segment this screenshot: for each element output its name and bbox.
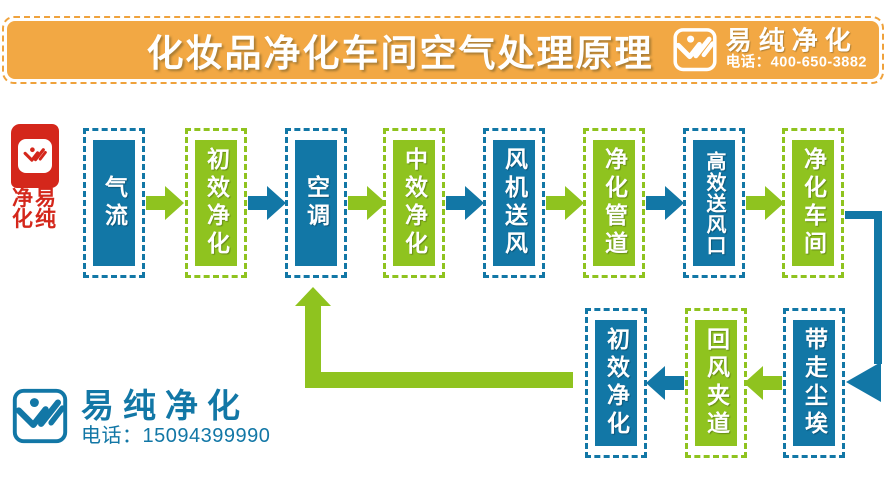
- flow-box: 净化管道: [583, 128, 645, 278]
- arrow-left-icon: [646, 366, 684, 400]
- return-elbow-green: [295, 287, 573, 388]
- flow-box-label: 初效净化: [203, 147, 230, 259]
- header-brand-name: 易纯净化: [725, 25, 858, 56]
- page-title: 化妆品净化车间空气处理原理: [146, 33, 654, 74]
- flow-box-fill: 初效净化: [195, 140, 237, 266]
- footer-brand-logo-icon: [12, 388, 68, 444]
- flow-box-fill: 带走尘埃: [793, 320, 835, 446]
- seal-logo-frame: [18, 139, 52, 173]
- flow-box-fill: 高效送风口: [693, 140, 735, 266]
- flow-box-label: 风机送风: [501, 147, 528, 259]
- footer-brand-group: 易纯净化 电话：15094399990: [12, 388, 270, 449]
- seal-logo-icon: [23, 147, 47, 162]
- flow-box-fill: 净化管道: [593, 140, 635, 266]
- flow-box-label: 净化管道: [601, 147, 628, 259]
- flow-box-label: 气流: [101, 175, 128, 231]
- company-seal: 净易 化纯: [8, 124, 62, 230]
- flow-box: 气流: [83, 128, 145, 278]
- flow-box: 净化车间: [782, 128, 844, 278]
- arrow-right-icon: [146, 186, 184, 220]
- flow-box-fill: 初效净化: [595, 320, 637, 446]
- flow-box: 回风夹道: [685, 308, 747, 458]
- flow-box-fill: 回风夹道: [695, 320, 737, 446]
- footer-brand-phone: 电话：15094399990: [81, 424, 271, 447]
- brand-logo-icon: [673, 28, 717, 72]
- flow-box-label: 空调: [303, 175, 330, 231]
- seal-text-row1: 净易: [12, 186, 58, 210]
- arrow-right-icon: [546, 186, 584, 220]
- arrow-left-icon: [846, 362, 881, 402]
- flow-box-fill: 风机送风: [493, 140, 535, 266]
- flow-box-fill: 气流: [93, 140, 135, 266]
- arrow-right-icon: [348, 186, 386, 220]
- flow-box-fill: 空调: [295, 140, 337, 266]
- header-bar: 化妆品净化车间空气处理原理 易纯净化 电话：400-650-3882: [7, 21, 879, 79]
- flow-box-fill: 中效净化: [393, 140, 435, 266]
- flow-box: 高效送风口: [683, 128, 745, 278]
- header-brand-phone: 电话：400-650-3882: [725, 54, 867, 71]
- right-elbow-blue: [845, 211, 882, 402]
- flow-box-label: 中效净化: [401, 147, 428, 259]
- arrow-left-icon: [744, 366, 782, 400]
- flow-box-label: 带走尘埃: [801, 327, 828, 439]
- arrow-right-icon: [248, 186, 286, 220]
- seal-emblem: [11, 124, 59, 188]
- flow-box: 初效净化: [185, 128, 247, 278]
- footer-brand-texts: 易纯净化 电话：15094399990: [81, 388, 270, 449]
- seal-text-row2: 化纯: [12, 207, 58, 231]
- arrow-up-icon: [295, 287, 331, 306]
- footer-brand-name: 易纯净化: [81, 387, 249, 424]
- arrow-right-icon: [646, 186, 684, 220]
- header-banner: 化妆品净化车间空气处理原理 易纯净化 电话：400-650-3882: [2, 16, 884, 84]
- flow-box: 初效净化: [585, 308, 647, 458]
- flow-box-label: 初效净化: [603, 327, 630, 439]
- flow-box: 带走尘埃: [783, 308, 845, 458]
- arrow-right-icon: [746, 186, 784, 220]
- flow-box-label: 高效送风口: [703, 150, 725, 256]
- flow-box-label: 净化车间: [800, 147, 827, 259]
- flow-box-fill: 净化车间: [792, 140, 834, 266]
- flow-box-label: 回风夹道: [703, 327, 730, 439]
- flow-box: 中效净化: [383, 128, 445, 278]
- header-brand-texts: 易纯净化 电话：400-650-3882: [725, 25, 867, 73]
- flow-box: 风机送风: [483, 128, 545, 278]
- flow-box: 空调: [285, 128, 347, 278]
- header-brand-group: 易纯净化 电话：400-650-3882: [673, 25, 867, 73]
- arrow-right-icon: [446, 186, 484, 220]
